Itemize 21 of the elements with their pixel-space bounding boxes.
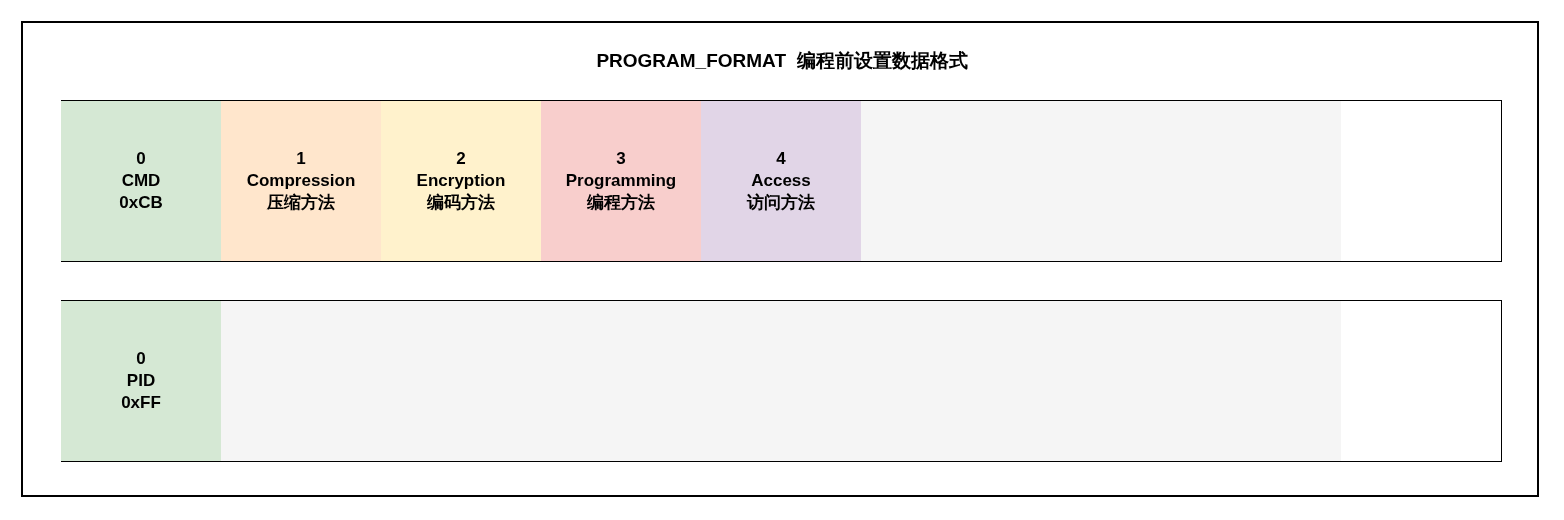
field-label: 访问方法: [747, 192, 815, 214]
field-label: 编程方法: [587, 192, 655, 214]
packet-row: [61, 300, 1502, 462]
packet-row: [61, 100, 1502, 262]
field-label: Programming: [565, 170, 677, 192]
diagram-title: PROGRAM_FORMAT 编程前设置数据格式: [595, 49, 969, 73]
field-label: 编码方法: [427, 192, 495, 214]
byte-index: 0: [136, 348, 146, 370]
byte-index: 0: [136, 148, 146, 170]
field-label: PID: [126, 370, 156, 392]
field-label: CMD: [121, 170, 161, 192]
field-label: Encryption: [416, 170, 506, 192]
field-label: 压缩方法: [267, 192, 335, 214]
field-label: Access: [751, 170, 811, 192]
byte-index: 3: [616, 148, 626, 170]
field-label: Compression: [246, 170, 356, 192]
field-label: 0xFF: [121, 392, 161, 414]
byte-index: 4: [776, 148, 786, 170]
byte-index: 2: [456, 148, 466, 170]
byte-index: 1: [296, 148, 306, 170]
field-label: 0xCB: [119, 192, 163, 214]
